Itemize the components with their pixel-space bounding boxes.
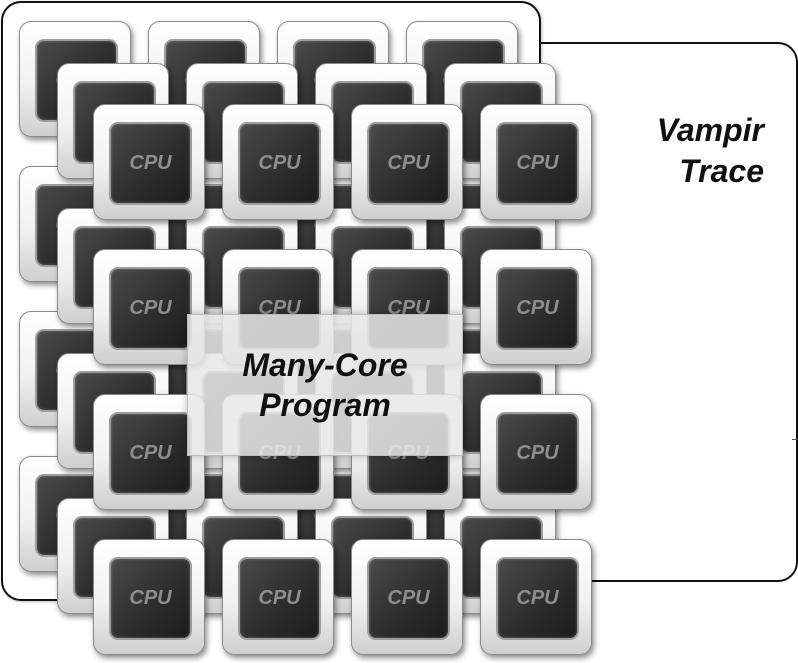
- cpu-die: CPU: [496, 267, 579, 350]
- cpu-die: CPU: [367, 122, 450, 205]
- cpu-die: CPU: [109, 267, 192, 350]
- cpu-die: CPU: [109, 557, 192, 640]
- cpu-chip: CPU: [93, 394, 205, 510]
- cpu-chip: CPU: [222, 104, 334, 220]
- cpu-die: CPU: [367, 557, 450, 640]
- cpu-chip: CPU: [480, 394, 592, 510]
- cpu-label: CPU: [129, 297, 172, 319]
- cpu-chip: CPU: [480, 249, 592, 365]
- panel-tick-mark: [792, 439, 798, 440]
- vampir-trace-label: Vampir Trace: [657, 110, 764, 192]
- cpu-die: CPU: [109, 412, 192, 495]
- many-core-program-label: Many-Core Program: [187, 314, 463, 456]
- cpu-die: CPU: [238, 557, 321, 640]
- cpu-die: CPU: [238, 122, 321, 205]
- cpu-die: CPU: [496, 412, 579, 495]
- cpu-chip: CPU: [93, 539, 205, 655]
- cpu-label: CPU: [258, 587, 301, 609]
- cpu-label: CPU: [387, 152, 430, 174]
- cpu-label: CPU: [258, 152, 301, 174]
- cpu-label: CPU: [129, 587, 172, 609]
- cpu-label: CPU: [516, 152, 559, 174]
- cpu-label: CPU: [258, 297, 301, 319]
- cpu-chip: CPU: [480, 539, 592, 655]
- cpu-die: CPU: [109, 122, 192, 205]
- cpu-chip: CPU: [351, 539, 463, 655]
- cpu-label: CPU: [516, 587, 559, 609]
- cpu-label: CPU: [516, 297, 559, 319]
- cpu-chip: CPU: [93, 104, 205, 220]
- cpu-label: CPU: [387, 587, 430, 609]
- trace-label-line1: Vampir: [656, 112, 764, 148]
- cpu-chip: CPU: [480, 104, 592, 220]
- cpu-chip: CPU: [351, 104, 463, 220]
- cpu-label: CPU: [516, 442, 559, 464]
- cpu-label: CPU: [129, 152, 172, 174]
- trace-label-line2: Trace: [679, 153, 764, 189]
- cpu-die: CPU: [496, 557, 579, 640]
- cpu-label: CPU: [129, 442, 172, 464]
- cpu-chip: CPU: [222, 539, 334, 655]
- cpu-die: CPU: [496, 122, 579, 205]
- cpu-label: CPU: [387, 297, 430, 319]
- program-label-line1: Many-Core: [242, 347, 408, 383]
- cpu-chip: CPU: [93, 249, 205, 365]
- program-label-line2: Program: [259, 387, 391, 423]
